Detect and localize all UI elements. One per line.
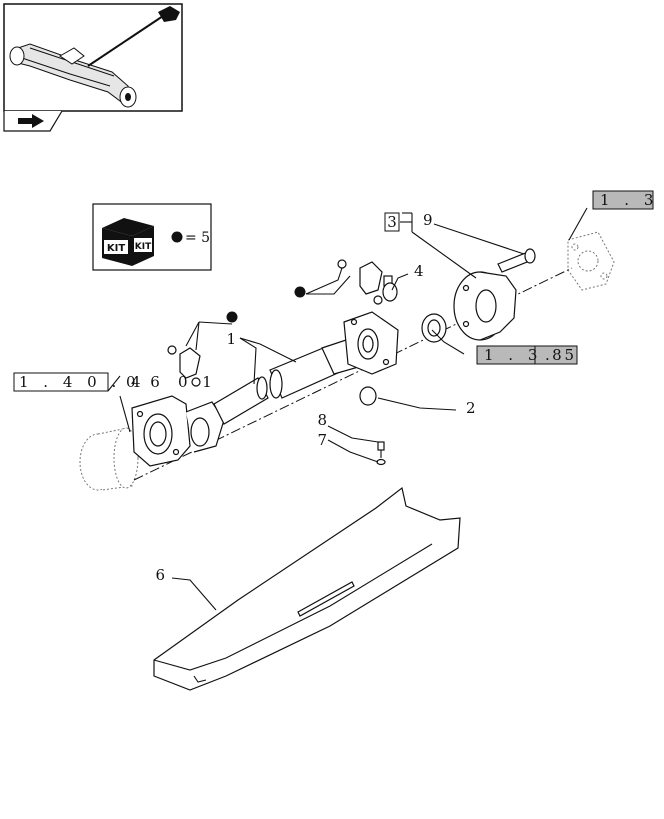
kit-bullet-right	[294, 286, 306, 298]
flange-bolt	[497, 248, 536, 273]
callout-3: 3	[387, 213, 397, 231]
ref-tag-left[interactable]: 1 . 4 0 . 4 0 6 0 1	[13, 372, 217, 392]
seal-ring	[382, 282, 398, 302]
rear-universal-joint	[343, 311, 399, 375]
kit-quantity-legend: = 5	[185, 230, 210, 246]
retaining-screw	[376, 441, 386, 466]
callout-2: 2	[466, 399, 476, 417]
ghost-flange-right	[567, 207, 615, 291]
ref-tag-left-text-a: 1 . 4 0 . 4	[19, 373, 146, 391]
kit-bullet-icon	[171, 231, 183, 243]
shaft-guard	[153, 486, 461, 691]
front-universal-joint	[131, 395, 225, 467]
ref-tag-left-text-b: 0 6	[126, 373, 165, 391]
callout-7: 7	[317, 431, 327, 449]
page-nav-tab[interactable]	[3, 110, 63, 132]
ref-tag-mid-text-b: . 5	[545, 346, 579, 364]
ghost-flange-left	[79, 427, 139, 491]
callout-3-box	[384, 212, 400, 232]
callout-6: 6	[155, 566, 165, 584]
callout-4: 4	[414, 262, 424, 280]
kit-legend-box: KIT KIT = 5	[92, 203, 212, 271]
grease-nipple-cap	[359, 386, 377, 406]
companion-flange	[453, 271, 517, 341]
callout-8: 8	[317, 411, 327, 429]
ref-tag-top[interactable]: 1 . 3 8	[592, 190, 664, 210]
page-arrow-icon	[18, 114, 44, 128]
ref-tag-top-text: 1 . 3 8	[600, 191, 664, 209]
callout-9: 9	[423, 211, 433, 229]
drive-shaft-tube-left	[213, 376, 269, 425]
callout-1: 1	[226, 330, 236, 348]
support-bearing	[421, 313, 447, 343]
spider-kit-left	[167, 345, 201, 387]
kit-label-front: KIT	[107, 243, 125, 254]
kit-bullet-left	[226, 311, 238, 323]
ref-tag-mid-text-a: 1 . 3 8	[484, 346, 567, 364]
front-axle-thumbnail-icon	[9, 6, 180, 108]
kit-box-icon: KIT KIT	[102, 218, 154, 266]
leader-lines	[119, 212, 525, 611]
kit-label-side: KIT	[135, 242, 152, 252]
thumbnail-panel[interactable]	[3, 3, 183, 112]
ref-tag-mid[interactable]: 1 . 3 8 . 5	[476, 345, 579, 365]
